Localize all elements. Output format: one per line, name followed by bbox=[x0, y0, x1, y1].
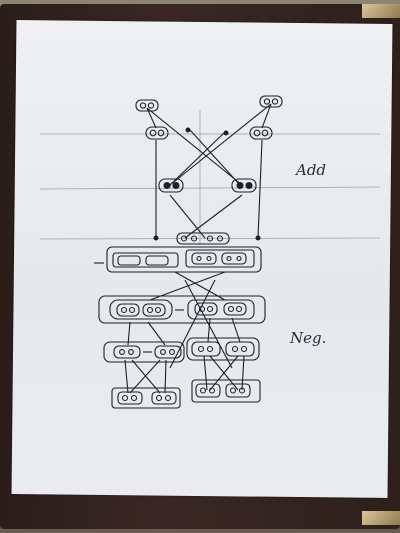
node-groups bbox=[94, 95, 283, 409]
connection-lines bbox=[124, 103, 272, 394]
add-annotation: Add bbox=[294, 161, 326, 179]
folder-corner-bottom-right bbox=[362, 511, 400, 525]
folder-corner-top-right bbox=[362, 4, 400, 18]
faint-guide-lines bbox=[39, 110, 381, 245]
junction-dots bbox=[153, 127, 261, 241]
neg-annotation: Neg. bbox=[289, 329, 326, 347]
